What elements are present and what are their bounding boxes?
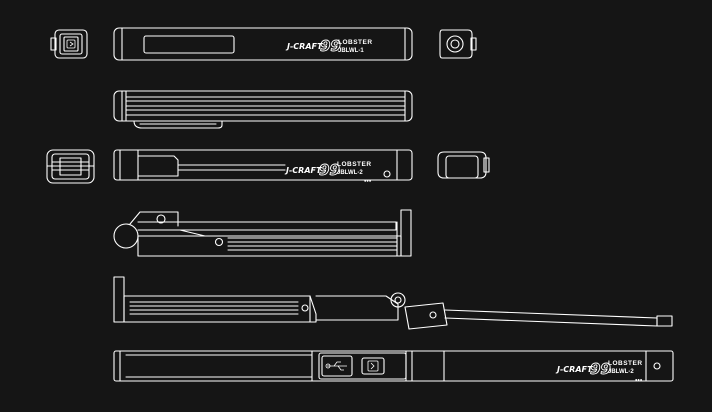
brand-text: J-CRAFT [284,166,322,175]
view-1-body-top: J-CRAFT 99 LOBSTER JBLWL-1 [113,27,413,61]
logo-1: J-CRAFT 99 LOBSTER JBLWL-1 [285,37,373,56]
view-6-long: J-CRAFT 99 LOBSTER JBLWL-2 ●●● [113,350,674,382]
view-4-angled [113,209,412,257]
product-name: LOBSTER [608,360,643,367]
pivot-knob [113,223,139,249]
brand-text: J-CRAFT [555,365,593,374]
view-3-end-right [437,151,490,179]
view-3-end-left [46,149,95,184]
brand-number: 99 [590,360,611,378]
view-3-body-folded: J-CRAFT 99 LOBSTER JBLWL-2 ●●● [113,149,413,183]
power-button-icon [367,360,379,372]
product-name: LOBSTER [338,39,373,46]
model-label: JBLWL-1 [338,48,364,54]
product-name: LOBSTER [337,161,372,168]
view-1-end-cap-right [439,29,477,59]
display-window [143,35,235,54]
pocket-clip [133,120,223,129]
view-2-body-side [113,90,413,129]
brand-number: 99 [319,161,340,179]
logo-2: J-CRAFT 99 LOBSTER JBLWL-2 ●●● [284,161,372,183]
view-5-extended [113,276,673,330]
usb-port-icon [325,361,347,371]
logo-3: J-CRAFT 99 LOBSTER JBLWL-2 ●●● [555,360,643,382]
brand-text: J-CRAFT [285,42,323,51]
view-1-end-cap-left [50,29,88,59]
model-dots: ●●● [635,377,643,382]
model-label: JBLWL-2 [337,170,363,176]
brand-number: 99 [320,37,341,55]
end-cap-button-icon [66,39,76,49]
model-dots: ●●● [364,178,372,183]
model-label: JBLWL-2 [608,369,634,375]
